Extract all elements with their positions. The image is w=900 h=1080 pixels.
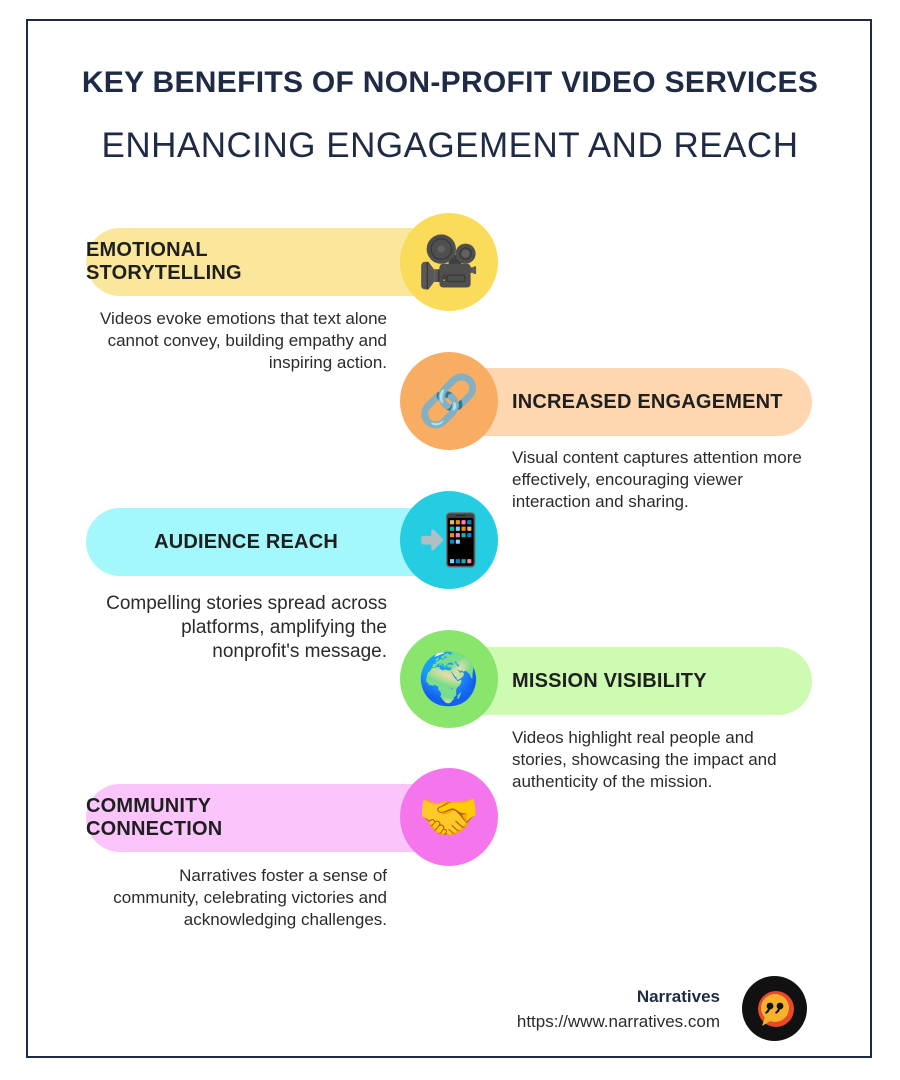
globe-icon: 🌍	[400, 630, 498, 728]
benefit-description: Visual content captures attention more e…	[512, 448, 802, 511]
benefit-title: COMMUNITY CONNECTION	[86, 795, 223, 840]
benefit-pill-audience-reach: AUDIENCE REACH	[86, 508, 450, 576]
benefit-title: MISSION VISIBILITY	[512, 669, 707, 692]
benefit-description: Videos highlight real people and stories…	[512, 728, 777, 791]
movie-camera-icon: 🎥	[400, 213, 498, 311]
benefit-description: Videos evoke emotions that text alone ca…	[100, 309, 387, 372]
benefit-title: AUDIENCE REACH	[154, 530, 338, 553]
benefit-description: Compelling stories spread across platfor…	[106, 593, 387, 662]
benefit-pill-mission-visibility: MISSION VISIBILITY	[450, 647, 812, 715]
brand-url[interactable]: https://www.narratives.com	[516, 1012, 720, 1031]
benefit-title: INCREASED ENGAGEMENT	[512, 390, 783, 413]
benefit-description: Narratives foster a sense of community, …	[113, 866, 387, 929]
benefit-pill-increased-engagement: INCREASED ENGAGEMENT	[450, 368, 812, 436]
page-subtitle: ENHANCING ENGAGEMENT AND REACH	[101, 126, 799, 165]
page-title: KEY BENEFITS OF NON-PROFIT VIDEO SERVICE…	[81, 66, 819, 99]
link-icon: 🔗	[400, 352, 498, 450]
handshake-icon: 🤝	[400, 768, 498, 866]
benefit-pill-community-connection: COMMUNITY CONNECTION	[86, 784, 450, 852]
speech-bubble-logo-icon	[742, 976, 807, 1041]
speech-bubble-logo-graphic	[757, 990, 794, 1027]
mobile-phone-arrow-icon: 📲	[400, 491, 498, 589]
benefit-title: EMOTIONAL STORYTELLING	[86, 239, 242, 284]
brand-name: Narratives	[636, 987, 720, 1006]
benefit-pill-emotional-storytelling: EMOTIONAL STORYTELLING	[86, 228, 450, 296]
